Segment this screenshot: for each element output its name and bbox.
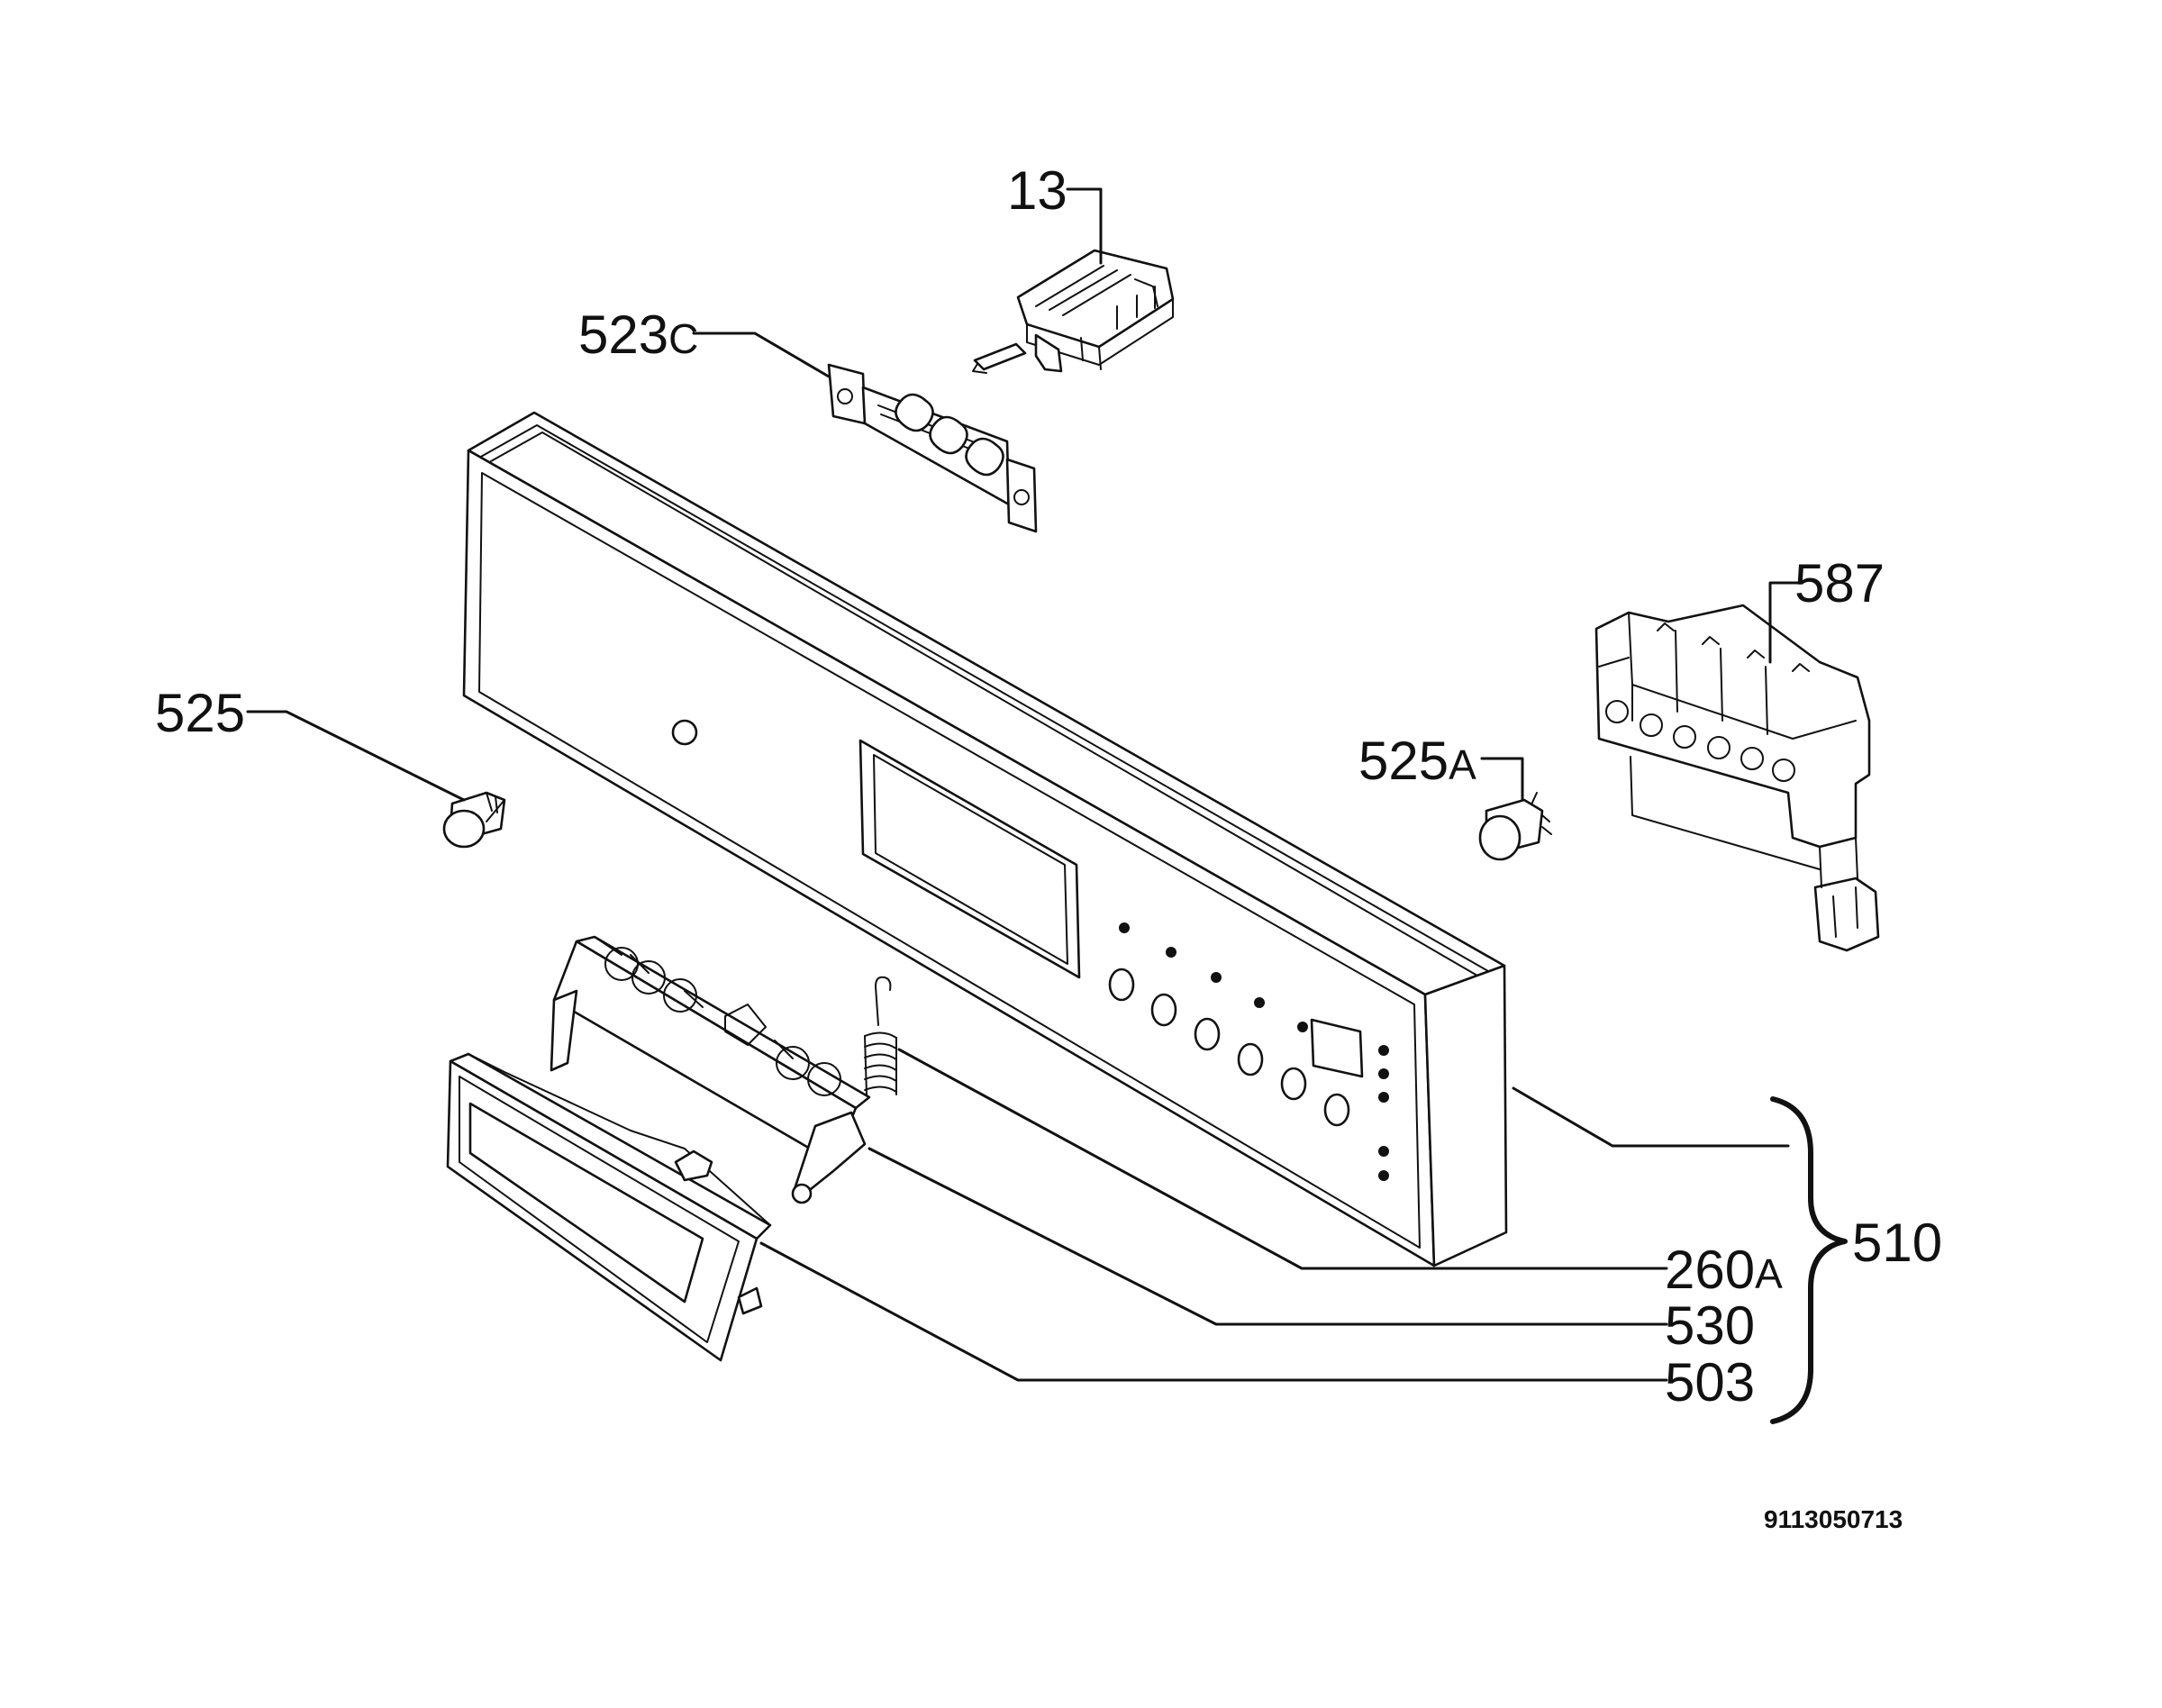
part-523c-bracket bbox=[827, 363, 1038, 533]
part-503-handle bbox=[446, 1052, 772, 1362]
leader-525a bbox=[1480, 757, 1524, 802]
part-510-control-panel bbox=[462, 411, 1508, 1267]
module-connectors bbox=[1605, 700, 1795, 782]
label-523c: 523C bbox=[578, 304, 698, 365]
leader-260a bbox=[897, 1048, 1668, 1270]
label-525: 525 bbox=[155, 683, 245, 743]
drawing-number: 9113050713 bbox=[1764, 1505, 1903, 1533]
part-530-lever bbox=[550, 935, 871, 1204]
leader-13 bbox=[1066, 187, 1103, 265]
part-587-electronic-module bbox=[1594, 604, 1880, 952]
leader-587 bbox=[1768, 581, 1803, 664]
part-525-knob bbox=[442, 791, 506, 849]
brace-510 bbox=[1770, 1096, 1848, 1424]
label-503: 503 bbox=[1665, 1352, 1755, 1413]
program-buttons bbox=[1108, 968, 1350, 1127]
label-510: 510 bbox=[1852, 1213, 1942, 1273]
label-525a: 525A bbox=[1358, 731, 1476, 791]
leader-525 bbox=[246, 710, 466, 802]
label-260a: 260A bbox=[1665, 1240, 1783, 1300]
callout-labels: 13 523C 587 525 525A 510 260A 530 503 bbox=[155, 160, 1942, 1413]
leader-510-panel bbox=[1512, 1086, 1790, 1148]
part-260a-spring bbox=[864, 976, 897, 1095]
part-13-switch bbox=[972, 249, 1175, 374]
label-587: 587 bbox=[1794, 553, 1885, 613]
label-13: 13 bbox=[1007, 160, 1067, 221]
leader-lines bbox=[246, 187, 1803, 1382]
label-530: 530 bbox=[1665, 1295, 1755, 1356]
part-525a-knob bbox=[1478, 792, 1552, 861]
leader-523c bbox=[692, 332, 831, 378]
leader-530 bbox=[868, 1147, 1668, 1326]
indicator-leds bbox=[1119, 922, 1389, 1181]
leader-503 bbox=[759, 1241, 1668, 1382]
